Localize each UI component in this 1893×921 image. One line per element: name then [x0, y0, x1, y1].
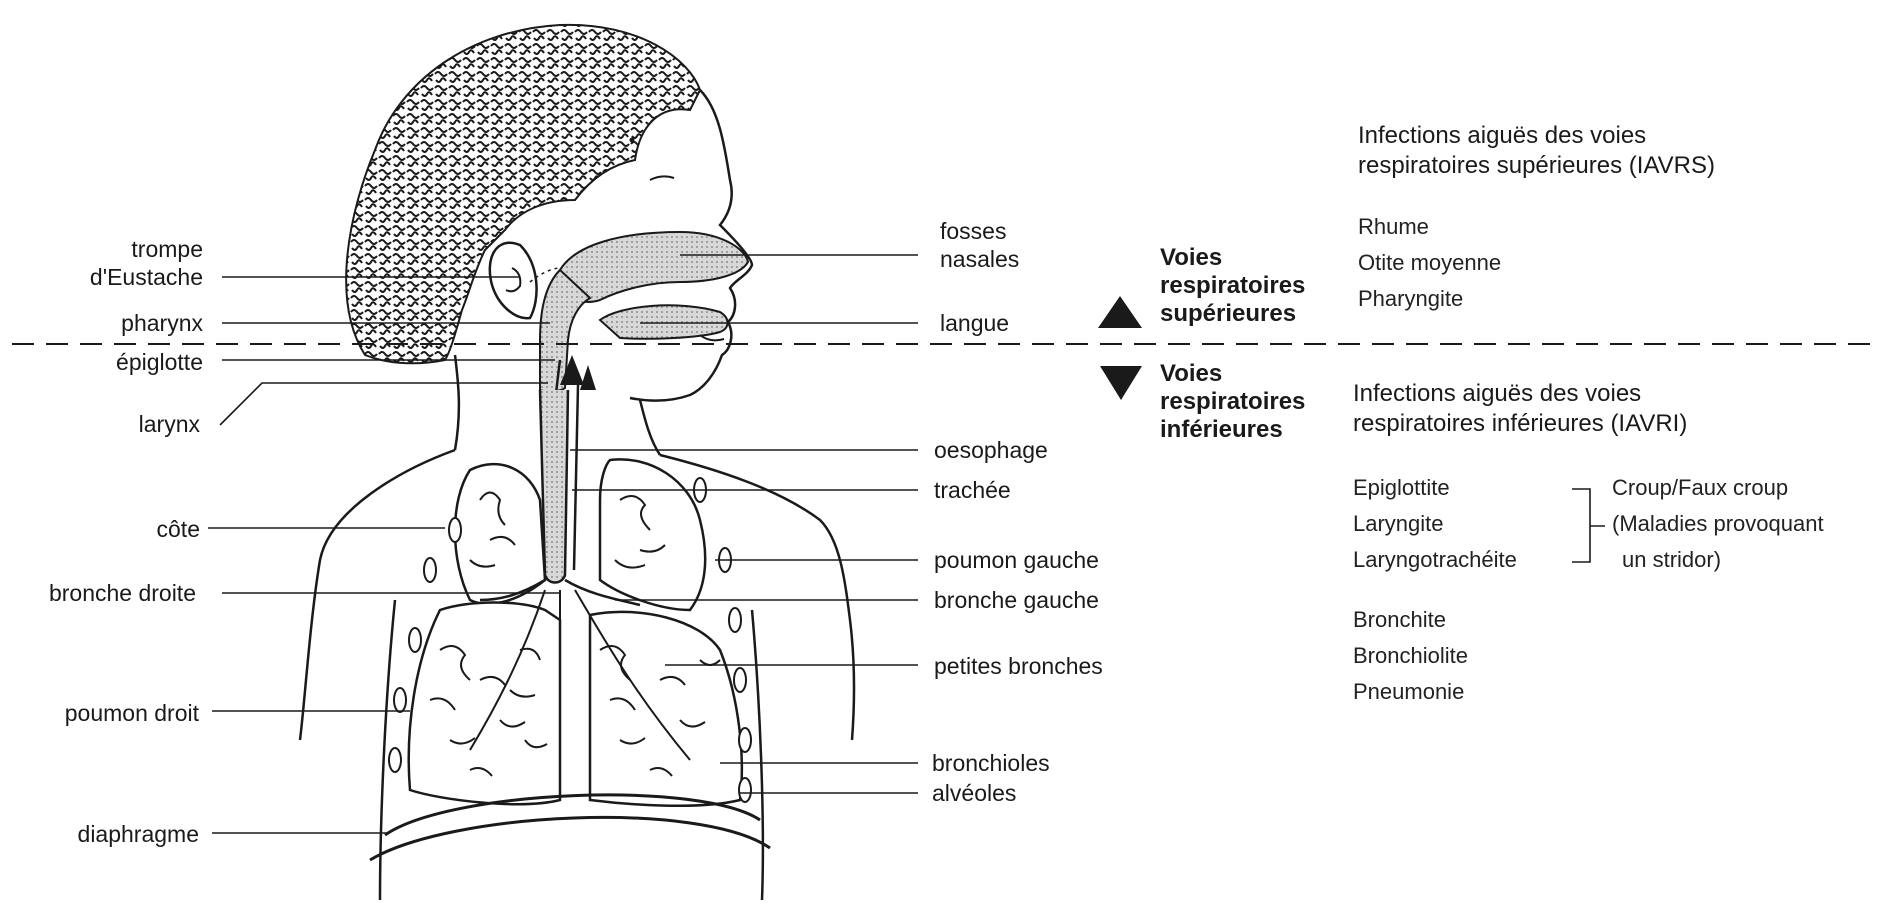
- lower-infections-group2: Bronchite Bronchiolite Pneumonie: [1353, 602, 1468, 710]
- label-oesophage: oesophage: [934, 437, 1048, 464]
- diaphragm-shape: [385, 795, 760, 835]
- list-item: Bronchiolite: [1353, 638, 1468, 674]
- upper-airways-label: Voies respiratoires supérieures: [1160, 244, 1305, 328]
- label-pharynx: pharynx: [121, 310, 203, 337]
- right-lower-lobe: [409, 603, 560, 805]
- ear-shape: [490, 243, 537, 318]
- list-item: Epiglottite: [1353, 470, 1517, 506]
- label-bronche-gauche: bronche gauche: [934, 587, 1099, 614]
- nasal-cavity: [560, 232, 748, 302]
- label-diaphragme: diaphragme: [78, 821, 199, 848]
- list-item: Otite moyenne: [1358, 245, 1501, 281]
- upper-infections-title: Infections aiguës des voies respiratoire…: [1358, 121, 1715, 181]
- label-nasales: nasales: [940, 246, 1019, 273]
- lower-zone-arrow-icon: [1100, 366, 1142, 400]
- croup-note: Croup/Faux croup (Maladies provoquant un…: [1612, 470, 1824, 578]
- croup-bracket: [1572, 489, 1605, 562]
- label-larynx: larynx: [139, 411, 200, 438]
- label-trompe: trompe: [131, 236, 203, 263]
- list-item: Laryngotrachéite: [1353, 542, 1517, 578]
- list-item: Bronchite: [1353, 602, 1468, 638]
- list-item: Pneumonie: [1353, 674, 1468, 710]
- label-alveoles: alvéoles: [932, 780, 1016, 807]
- label-cote: côte: [157, 516, 200, 543]
- left-upper-lobe: [600, 459, 705, 610]
- list-item: Pharyngite: [1358, 281, 1501, 317]
- lower-infections-group1: Epiglottite Laryngite Laryngotrachéite: [1353, 470, 1517, 578]
- right-upper-lobe: [455, 464, 545, 604]
- label-trachee: trachée: [934, 477, 1011, 504]
- left-lower-lobe: [590, 612, 742, 806]
- label-poumon-droit: poumon droit: [65, 700, 199, 727]
- list-item: Laryngite: [1353, 506, 1517, 542]
- tongue-shape: [600, 305, 728, 338]
- label-eustache: d'Eustache: [90, 264, 203, 291]
- label-poumon-gauche: poumon gauche: [934, 547, 1099, 574]
- esophagus-shape: [574, 385, 578, 570]
- label-fosses: fosses: [940, 218, 1006, 245]
- lower-infections-title: Infections aiguës des voies respiratoire…: [1353, 379, 1687, 439]
- label-petites-bronches: petites bronches: [934, 653, 1103, 680]
- label-langue: langue: [940, 310, 1009, 337]
- label-bronchioles: bronchioles: [932, 750, 1050, 777]
- upper-infections-list: Rhume Otite moyenne Pharyngite: [1358, 209, 1501, 317]
- upper-zone-arrow-icon: [1098, 296, 1142, 328]
- lower-airways-label: Voies respiratoires inférieures: [1160, 360, 1305, 444]
- list-item: Rhume: [1358, 209, 1501, 245]
- label-bronche-droite: bronche droite: [49, 580, 196, 607]
- label-epiglotte: épiglotte: [116, 349, 203, 376]
